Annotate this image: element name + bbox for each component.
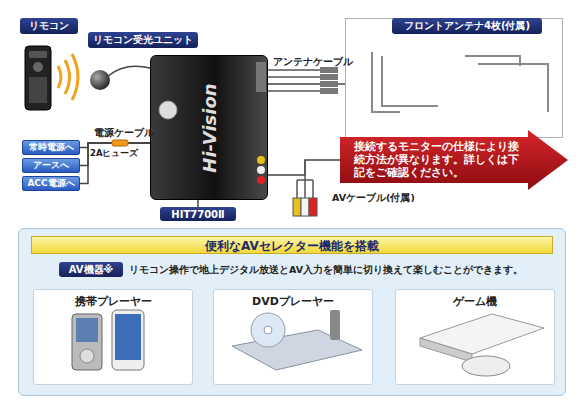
node-heading: ACC電源へ [27,177,74,190]
cable [268,69,322,71]
wheel [80,349,94,363]
device-card: DVDプレーヤー [213,289,373,385]
node-heading: 携帯プレーヤー [34,294,192,309]
antenna-cables [268,67,338,94]
ir-receiver [90,66,150,90]
connector [320,81,338,87]
node-heading: DVDプレーヤー [214,294,372,309]
plug [309,198,317,216]
portable-player-picture [72,310,144,370]
node-heading: AV機器※ [69,263,114,277]
connector [320,67,338,73]
logo-mark [159,101,177,119]
node-heading: 常時電源へ [29,141,74,154]
rca-jack [257,176,265,184]
notice-arrow: 接続するモニターの仕様により接続方法が異なります。詳しくは下記をご確認ください。 [340,130,568,190]
power-target: ACC電源へ [22,176,80,191]
ir-waves [58,54,78,100]
node-heading: HIT7700Ⅱ [171,209,224,220]
dvd-body [232,330,362,370]
feature-panel: 便利なAVセレクター機能を搭載リモコン操作で地上デジタル放送とAV入力を簡単に切… [18,228,566,396]
player [72,314,102,370]
film-antennas [372,52,548,112]
rca-jack [257,156,265,164]
wave [65,60,70,94]
fuse [112,140,128,146]
plug [293,198,301,216]
power-target: アースへ [22,158,80,173]
cable [268,90,322,92]
console-side [420,338,472,362]
disc-hole [264,326,272,334]
controller [462,356,510,376]
tuner-unit: Hi-Vision [150,55,268,200]
wave [72,54,78,100]
av-cable [297,160,313,198]
cable-line [80,143,150,147]
part-label: アンテナケーブル [273,56,353,69]
power-target: 常時電源へ [22,140,80,155]
node-heading: アースへ [33,159,69,172]
part-label: 電源ケーブル [94,127,154,140]
antenna [372,52,400,112]
connector [320,88,338,94]
rca-jack [257,166,265,174]
receiver-ball [90,70,110,90]
cable-line [80,143,150,165]
game-console-picture [420,314,544,376]
cable-line [197,200,199,207]
dvd-player-picture [232,310,362,370]
antenna [478,64,548,112]
node-heading: リモコン [29,19,69,33]
plug [301,198,309,216]
node-heading: ゲーム機 [396,294,554,309]
screen [76,318,98,342]
remote-dpad [33,62,43,72]
disc [251,313,285,347]
av-plugs [293,160,317,216]
node-heading: リモコン受光ユニット [93,33,193,47]
device-details [159,62,266,184]
wave [58,66,61,88]
receiver-wire [108,66,150,76]
antenna [382,56,438,106]
category-tag: AV機器※ [59,262,123,277]
remote-keys [29,77,47,103]
player [112,310,144,370]
device-card: 携帯プレーヤー [33,289,193,385]
antenna-box: フロントアンテナ4枚(付属) [345,18,563,138]
arrow-body [340,130,568,190]
device-card: ゲーム機 [395,289,555,385]
node-body: リモコン操作で地上デジタル放送とAV入力を簡単に切り換えて楽しむことができます。 [129,264,523,277]
console [420,314,544,354]
part-label: AVケーブル(付属) [332,192,415,205]
remote-panel [29,51,47,58]
antenna [465,56,520,66]
callout-tag: リモコン受光ユニット [88,32,198,48]
antenna-jacks [256,62,266,92]
dvd-remote [330,310,340,340]
model-tag: HIT7700Ⅱ [160,207,236,221]
remote-body [25,46,51,110]
cable-line [80,143,150,183]
node-heading: フロントアンテナ4枚(付属) [392,18,542,34]
callout-tag: リモコン [20,18,78,34]
node-heading: 便利なAVセレクター機能を搭載 [31,236,553,254]
remote-control [25,46,51,110]
screen [115,314,141,360]
cable-line [268,83,345,85]
part-label: 2Aヒューズ [90,148,139,160]
node-heading: Hi-Vision [199,83,220,172]
cable-line [268,160,340,175]
node-heading: 接続するモニターの仕様により接続方法が異なります。詳しくは下記をご確認ください。 [354,140,526,179]
cable [268,76,322,78]
connector [320,74,338,80]
